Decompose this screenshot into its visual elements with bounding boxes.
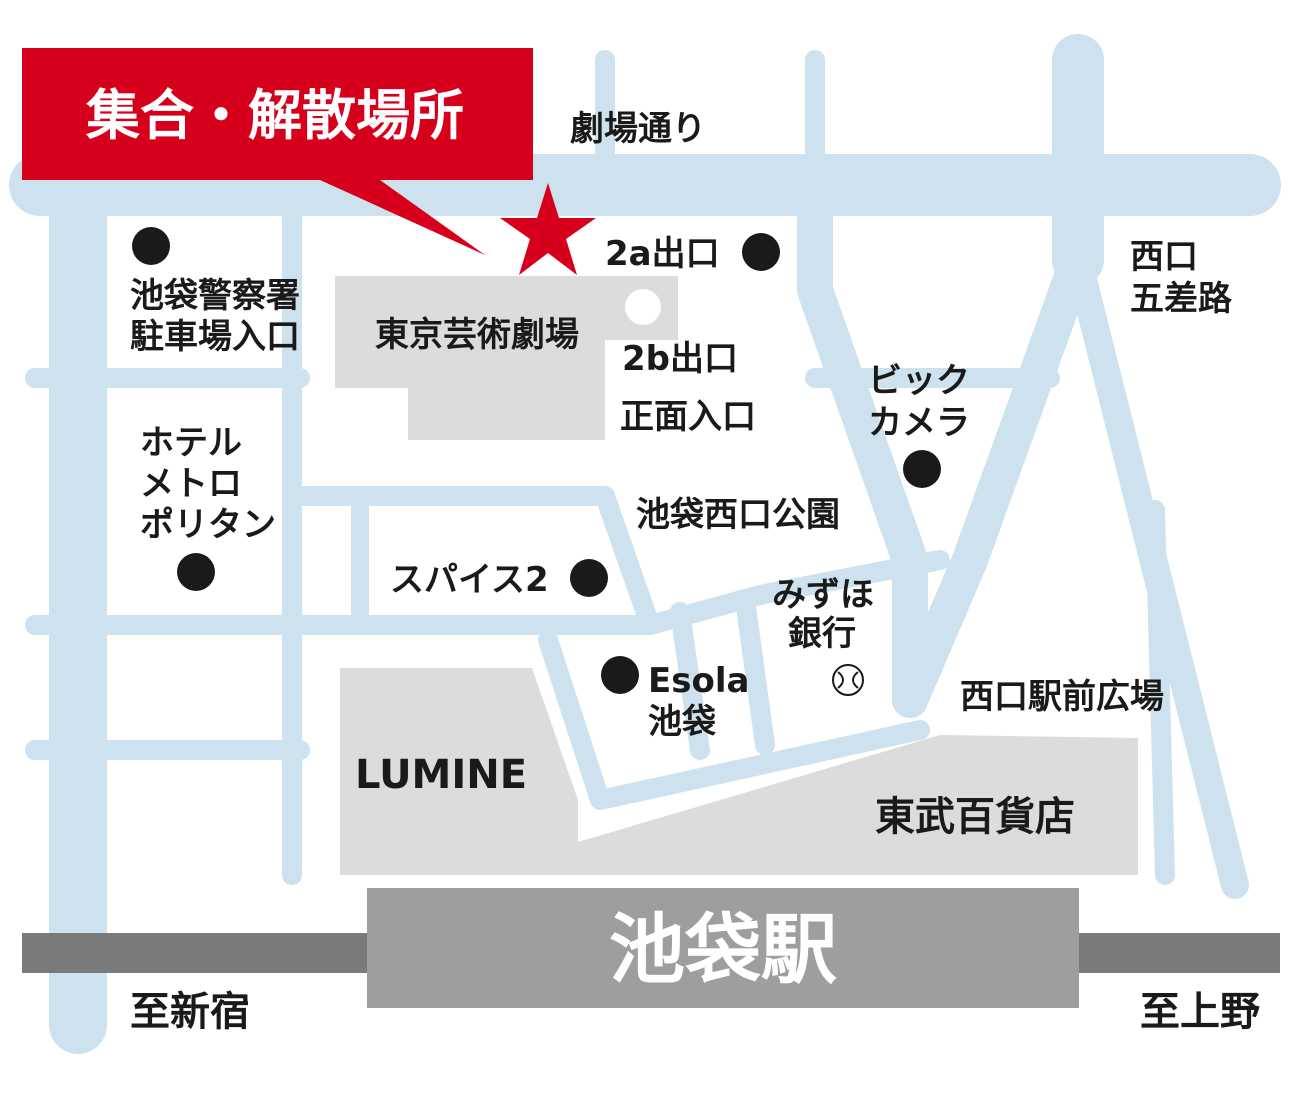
- mizuho-label-2: 銀行: [788, 614, 856, 654]
- road-network: [9, 34, 1281, 1054]
- labels: 劇場通り 西口 五差路 池袋警察署 駐車場入口 東京芸術劇場 2a出口 2b出口…: [130, 109, 1260, 1035]
- callout-title: 集合・解散場所: [85, 84, 464, 147]
- spice2-dot-icon: [570, 559, 608, 597]
- lumine-building: [340, 668, 600, 875]
- callout-bg: [22, 48, 533, 255]
- exit-2b-label: 2b出口: [622, 339, 738, 379]
- tobu-label: 東武百貨店: [875, 794, 1075, 840]
- esola-dot-icon: [601, 656, 639, 694]
- title-callout: 集合・解散場所: [22, 48, 533, 255]
- road-mid-right-vertical: [1145, 500, 1175, 885]
- road-bic-diagonal: [797, 167, 928, 718]
- hotel-label-3: ポリタン: [140, 505, 276, 545]
- spice2-label: スパイス2: [390, 560, 549, 600]
- road-park-loop: [290, 486, 660, 635]
- tobu-building: [578, 735, 1138, 875]
- exit-2a-label: 2a出口: [605, 234, 720, 274]
- west-park-label: 池袋西口公園: [636, 495, 840, 535]
- police-label-1: 池袋警察署: [130, 276, 300, 316]
- railway: 池袋駅: [22, 888, 1280, 1008]
- bank-icon: [832, 664, 864, 696]
- road-esola-2: [670, 602, 710, 760]
- direction-left-label: 至新宿: [130, 989, 250, 1035]
- markers: [132, 227, 941, 696]
- road-right-diagonal: [892, 242, 1096, 718]
- meeting-point-star-icon: [500, 183, 596, 275]
- buildings: [335, 276, 1138, 875]
- main-entrance-label: 正面入口: [620, 397, 756, 437]
- road-esola-3: [735, 590, 775, 755]
- geijutsu-label: 東京芸術劇場: [375, 315, 579, 355]
- bic-label-1: ビック: [868, 361, 970, 401]
- hotel-dot-icon: [177, 553, 215, 591]
- theater-street-label: 劇場通り: [570, 109, 706, 149]
- direction-right-label: 至上野: [1140, 989, 1260, 1035]
- bic-label-2: カメラ: [868, 403, 970, 443]
- station-name: 池袋駅: [609, 905, 837, 994]
- gosaro-label-2: 五差路: [1130, 279, 1233, 319]
- road-esola-1: [538, 630, 930, 810]
- exit-2a-dot-icon: [742, 233, 780, 271]
- mizuho-label-1: みずほ: [772, 575, 874, 615]
- lumine-label: LUMINE: [355, 752, 527, 798]
- west-plaza-label: 西口駅前広場: [960, 677, 1164, 717]
- police-dot-icon: [132, 227, 170, 265]
- hotel-label-2: メトロ: [140, 464, 242, 504]
- hotel-label-1: ホテル: [140, 423, 242, 463]
- geijutsu-gekijo-building: [335, 276, 678, 440]
- gosaro-label-1: 西口: [1130, 237, 1198, 277]
- esola-label-2: 池袋: [648, 702, 716, 742]
- bic-camera-dot-icon: [903, 450, 941, 488]
- station-box: [367, 888, 1079, 1008]
- exit-2b-dot-icon: [625, 289, 661, 325]
- police-label-2: 駐車場入口: [130, 317, 300, 357]
- esola-label-1: Esola: [648, 661, 749, 701]
